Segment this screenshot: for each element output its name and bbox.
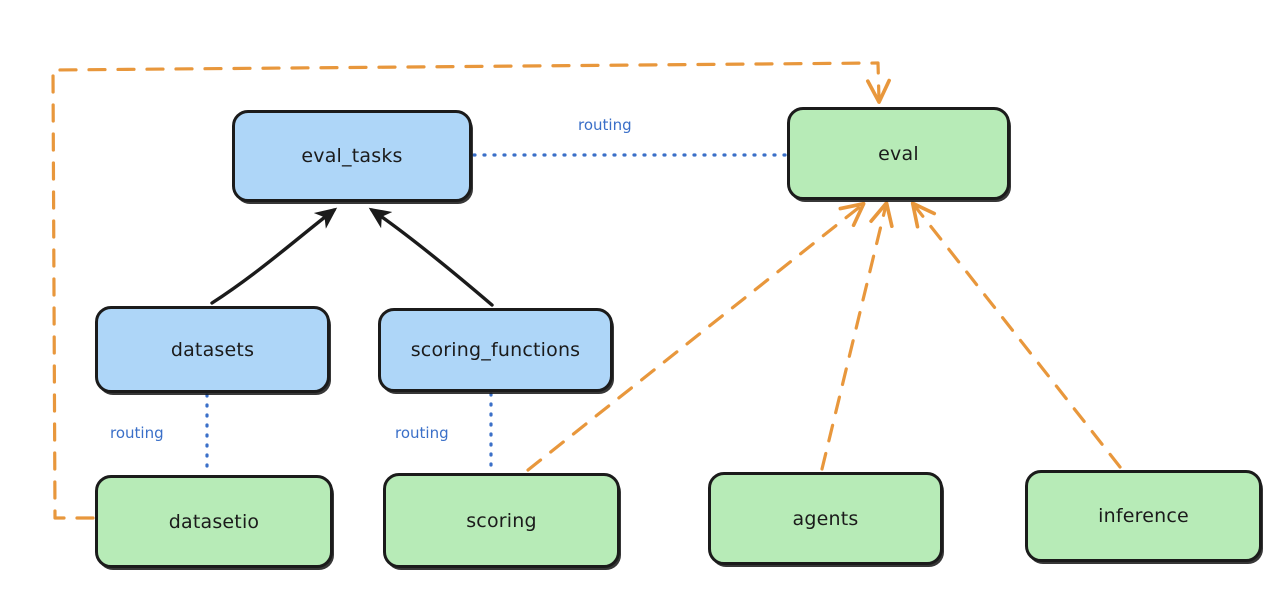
node-label: datasetio	[168, 510, 260, 533]
edge-label-routing-scoring-functions-scoring: routing	[395, 424, 449, 442]
node-datasets[interactable]: datasets	[95, 306, 330, 393]
node-eval-tasks[interactable]: eval_tasks	[232, 110, 472, 202]
node-label: scoring	[466, 509, 537, 532]
node-label: agents	[792, 507, 859, 530]
edge-agents-to-eval	[820, 201, 894, 471]
node-label: inference	[1098, 505, 1189, 527]
edge-label-routing-datasets-datasetio: routing	[110, 424, 164, 442]
edge-datasets-to-eval-tasks	[210, 207, 338, 305]
edge-inference-to-eval	[910, 201, 1122, 469]
node-label: eval_tasks	[301, 145, 403, 167]
edge-label-routing-eval-tasks-eval: routing	[578, 116, 632, 134]
node-label: eval	[878, 142, 919, 165]
node-inference[interactable]: inference	[1025, 470, 1262, 562]
node-label: scoring_functions	[410, 339, 581, 361]
node-scoring[interactable]: scoring	[383, 473, 620, 568]
node-datasetio[interactable]: datasetio	[95, 475, 333, 568]
node-label: datasets	[170, 338, 255, 361]
node-scoring-functions[interactable]: scoring_functions	[378, 308, 613, 392]
edge-scoring-functions-to-eval-tasks	[368, 207, 494, 307]
node-agents[interactable]: agents	[708, 472, 943, 565]
node-eval[interactable]: eval	[787, 107, 1010, 200]
